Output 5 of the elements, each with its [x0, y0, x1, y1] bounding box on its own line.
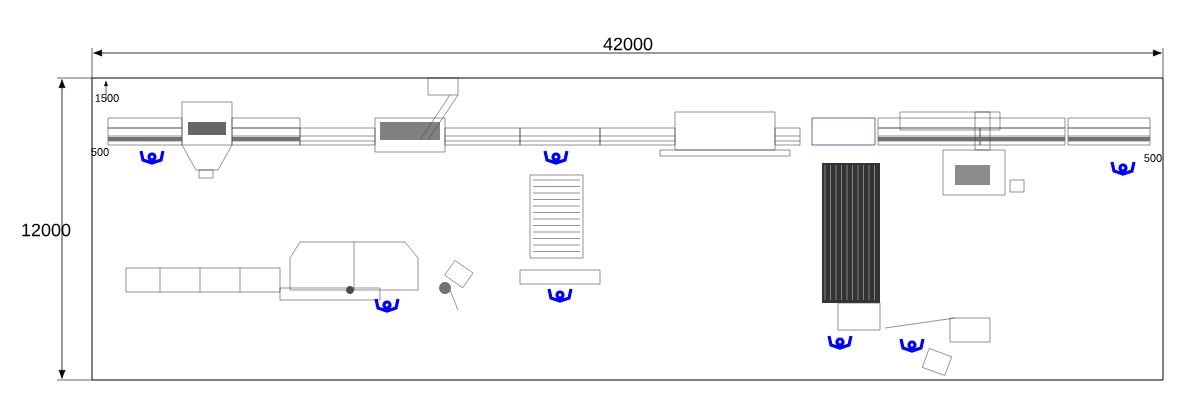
dimension-text: 1500 [95, 94, 119, 102]
dimension-text: 12000 [22, 223, 71, 237]
dimension-text: 500 [91, 148, 109, 156]
dimension-text: 500 [1144, 154, 1162, 162]
dimension-text: 42000 [603, 37, 653, 51]
